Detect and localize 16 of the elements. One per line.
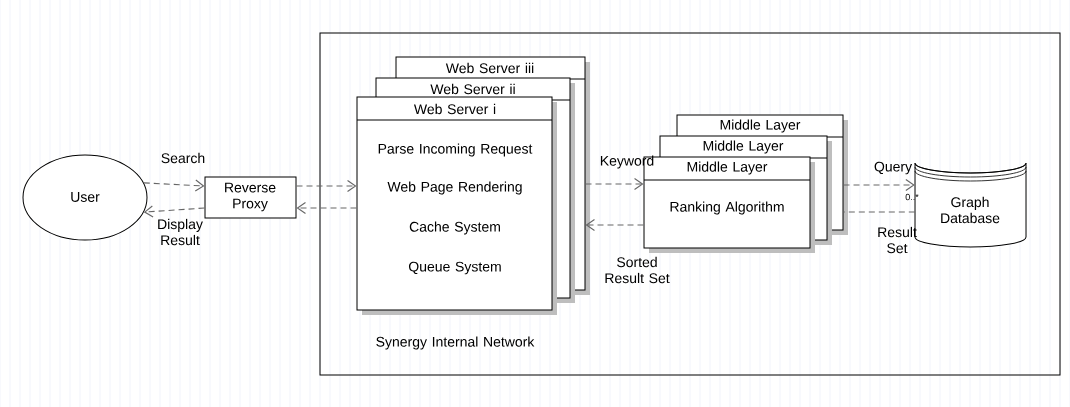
arrow xyxy=(143,205,206,218)
arrow xyxy=(585,218,645,232)
arrow xyxy=(295,179,357,193)
edge-label: Keyword xyxy=(600,155,654,169)
arrow xyxy=(842,178,915,192)
edge-label: Query xyxy=(874,161,913,175)
server-box: Web Server i Parse Incoming Request Web Page Rendering Cache System Queue System xyxy=(356,96,557,315)
multiplicity-label: 0..* xyxy=(905,193,919,201)
arrow xyxy=(584,177,644,191)
edge-label: Sorted Result Set xyxy=(605,256,670,284)
edge-label: Result Set xyxy=(878,226,917,254)
process-box: Reverse Proxy xyxy=(204,176,297,219)
edge-label: Display Result xyxy=(158,218,203,246)
arrow xyxy=(296,201,358,215)
arrow xyxy=(143,179,205,192)
edge-label: Search xyxy=(161,152,205,164)
